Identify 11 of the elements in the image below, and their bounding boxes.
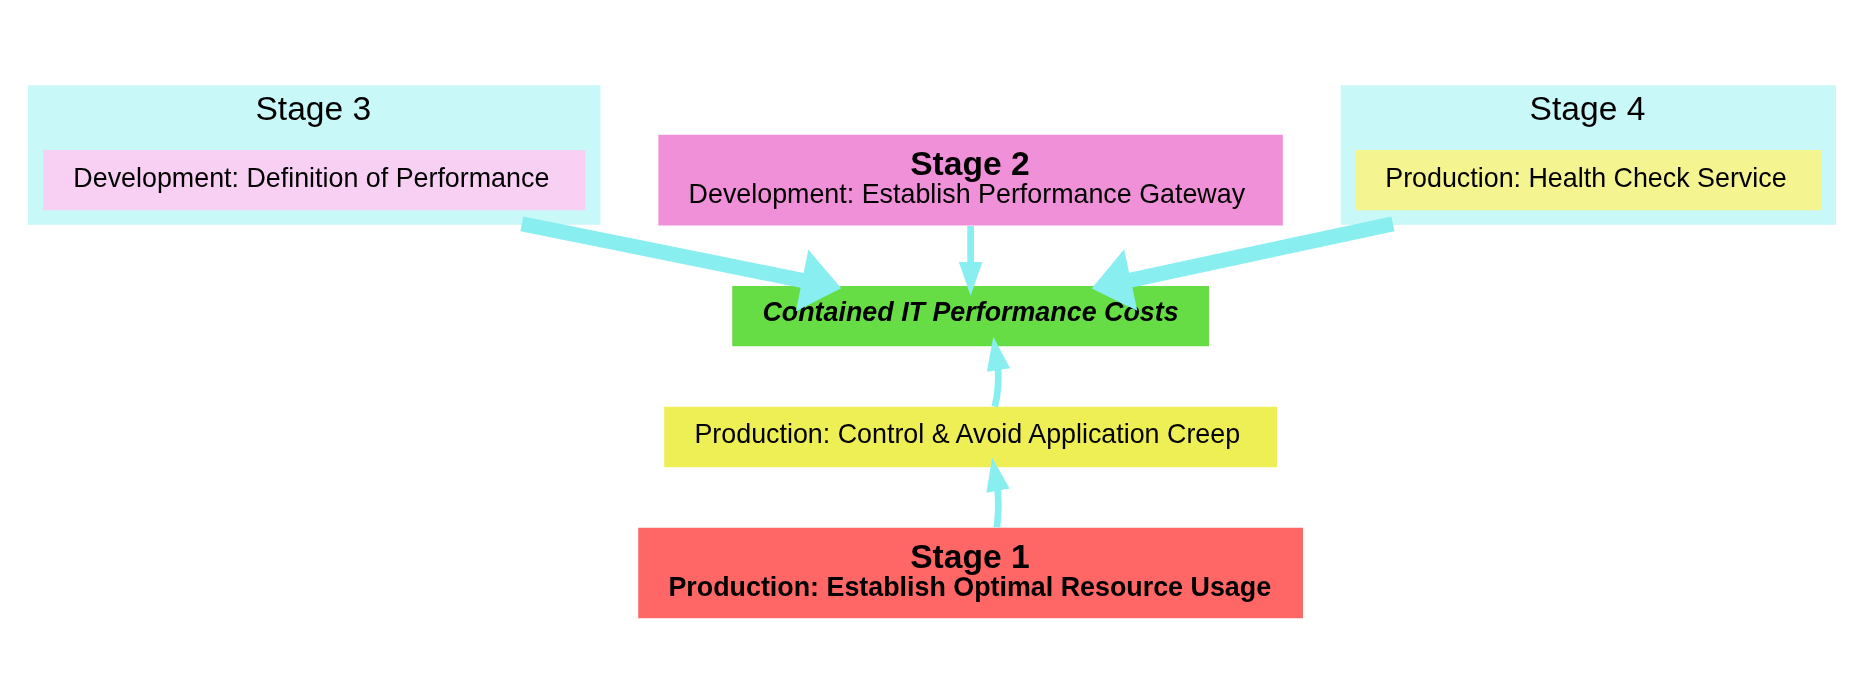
arrow [520,215,842,311]
arrow [1091,215,1395,311]
node-box: Production: Health Check Service [1355,149,1822,210]
node-box: Contained IT Performance Costs [732,285,1209,346]
arrow [986,336,1011,407]
node-box: Development: Definition of Performance [43,149,586,210]
node-box: Stage 2 Development: Establish Performance Gateway [658,134,1283,225]
arrow [986,456,1010,528]
arrow [958,225,983,296]
node-box: Production: Control & Avoid Application Creep [664,406,1277,467]
node-box: Stage 1 Production: Establish Optimal Resource Usage [638,527,1303,618]
